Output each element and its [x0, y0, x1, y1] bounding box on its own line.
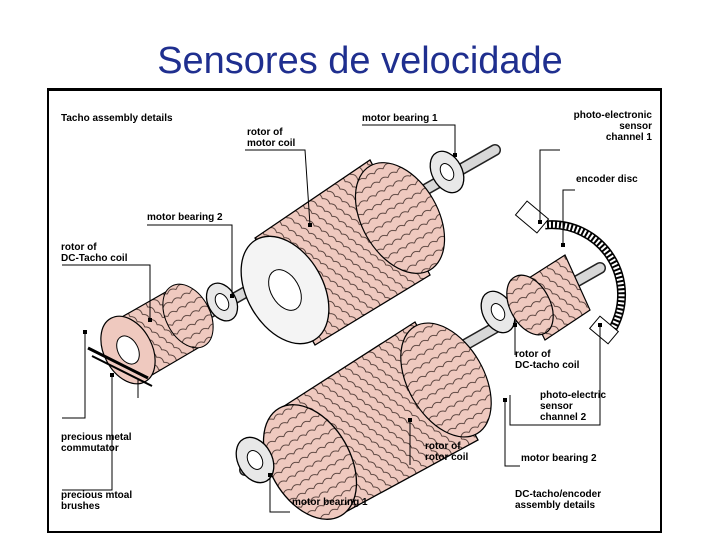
label-motor-bearing-2-left: motor bearing 2 [147, 212, 223, 223]
leader-lines [62, 124, 601, 513]
label-dc-tacho-encoder: DC-tacho/encoder assembly details [515, 489, 602, 511]
label-motor-bearing-2-right: motor bearing 2 [521, 453, 597, 464]
left-tacho-rotor [87, 283, 214, 387]
label-precious-metal-commutator: precious metal commutator [61, 432, 132, 454]
top-motor-rotor [240, 159, 446, 346]
photo-sensor-2 [588, 315, 620, 345]
label-motor-bearing-1-top: motor bearing 1 [362, 113, 438, 124]
slide-title: Sensores de velocidade [157, 40, 563, 82]
leader-dots [83, 153, 602, 477]
right-motor-bearing-2 [480, 290, 516, 334]
label-rotor-dc-tacho-left: rotor of DC-Tacho coil [61, 242, 128, 264]
label-photo-sensor-2: photo-electric sensor channel 2 [540, 390, 607, 423]
photo-sensor-1 [514, 200, 550, 234]
left-motor-bearing-2 [205, 282, 239, 322]
bottom-motor-rotor [262, 321, 492, 520]
top-motor-bearing-1 [429, 150, 465, 194]
encoder-disc [544, 220, 626, 333]
right-tacho-rotor [506, 254, 591, 341]
label-rotor-motor-coil-bottom: rotor of rotor coil [425, 441, 469, 463]
label-motor-bearing-1-bottom: motor bearing 1 [292, 497, 368, 508]
bottom-motor-bearing-1 [235, 436, 275, 484]
label-encoder-disc: encoder disc [576, 174, 638, 185]
label-rotor-motor-coil-top: rotor of motor coil [247, 127, 296, 149]
label-precious-metal-brushes: precious mtoal brushes [61, 490, 133, 512]
label-photo-sensor-1: photo-electronic sensor channel 1 [573, 110, 652, 143]
label-tacho-assembly: Tacho assembly details [61, 113, 173, 124]
label-rotor-dc-tacho-right: rotor of DC-tacho coil [515, 349, 580, 371]
